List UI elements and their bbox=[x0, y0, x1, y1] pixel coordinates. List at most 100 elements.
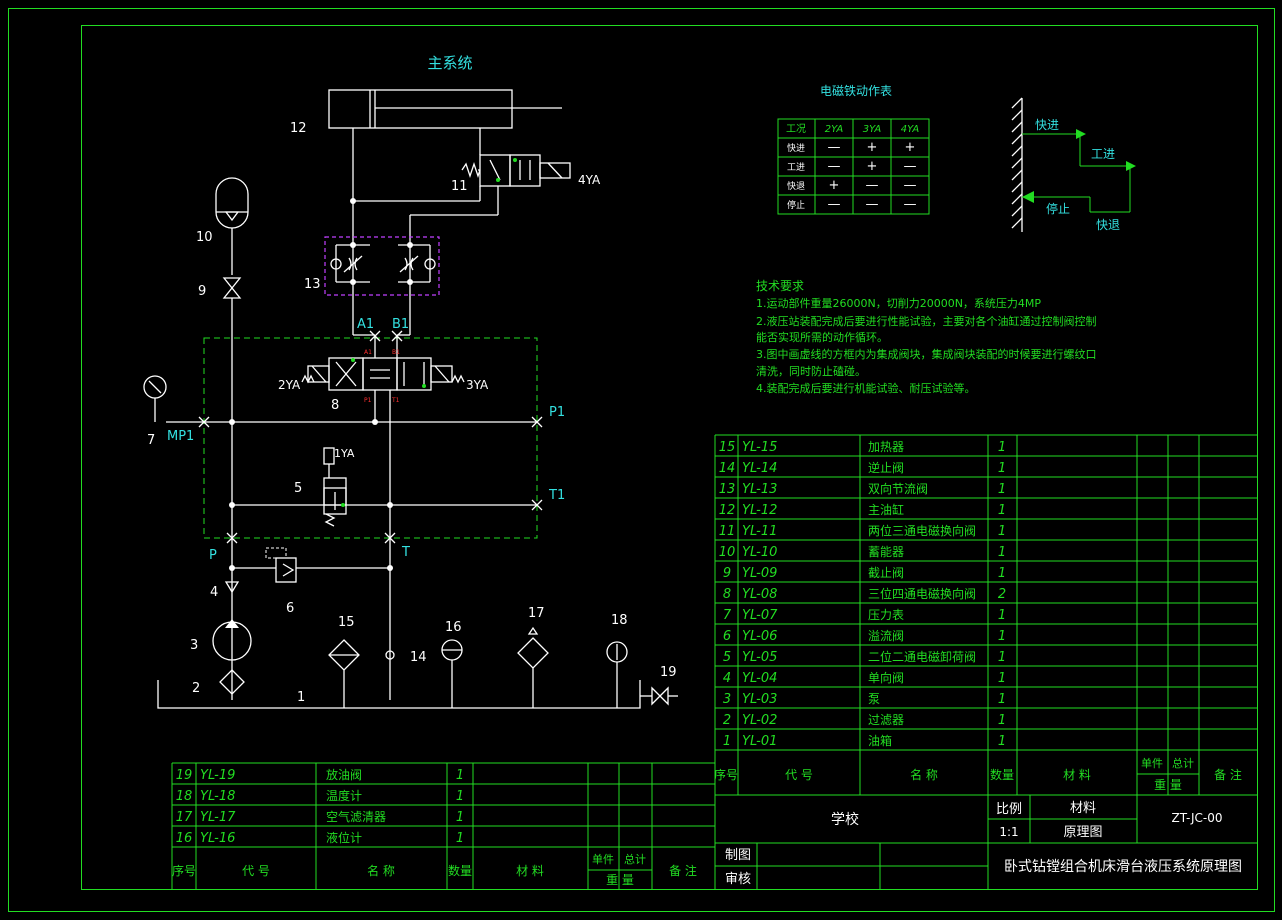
part-code: YL-06 bbox=[742, 629, 777, 644]
drain-valve-symbol bbox=[651, 686, 669, 706]
part-name: 加热器 bbox=[868, 440, 904, 454]
port-p1: P1 bbox=[549, 405, 565, 420]
solenoid-table-header: 工况 bbox=[786, 123, 806, 135]
outer-frame bbox=[8, 8, 1275, 912]
throttle-13-symbol bbox=[330, 242, 436, 285]
port-b1-small: B1 bbox=[392, 349, 400, 356]
label-15: 15 bbox=[338, 615, 355, 630]
solenoid-table-title: 电磁铁动作表 bbox=[820, 83, 892, 98]
part-no: 8 bbox=[723, 587, 731, 602]
part-no: 5 bbox=[723, 650, 731, 665]
part-code: YL-19 bbox=[200, 768, 235, 783]
part-qty: 1 bbox=[998, 524, 1006, 539]
part-qty: 1 bbox=[998, 734, 1006, 749]
header-remark: 备 注 bbox=[1214, 767, 1242, 782]
inner-frame bbox=[81, 25, 1258, 890]
header-no: 序号 bbox=[172, 863, 196, 878]
part-qty: 1 bbox=[998, 566, 1006, 581]
part-code: YL-07 bbox=[742, 608, 778, 623]
material-label: 材料 bbox=[1070, 801, 1096, 816]
part-name: 过滤器 bbox=[868, 713, 904, 727]
valve-5-symbol bbox=[323, 447, 347, 527]
part-name: 泵 bbox=[868, 692, 880, 706]
part-qty: 1 bbox=[998, 461, 1006, 476]
part-no: 4 bbox=[723, 671, 731, 686]
label-11: 11 bbox=[451, 179, 468, 194]
solenoid-4ya: 4YA bbox=[578, 173, 601, 187]
part-no: 13 bbox=[719, 482, 736, 497]
valve-8-symbol bbox=[301, 357, 465, 391]
solenoid-table-row-label: 工进 bbox=[787, 162, 805, 173]
part-qty: 1 bbox=[456, 789, 464, 804]
part-code: YL-14 bbox=[742, 461, 777, 476]
port-p1-small: P1 bbox=[364, 397, 372, 404]
part-code: YL-17 bbox=[200, 810, 236, 825]
solenoid-table-cell: — bbox=[904, 178, 917, 193]
part-name: 两位三通电磁换向阀 bbox=[868, 523, 976, 538]
part-name: 单向阀 bbox=[868, 670, 904, 685]
header-unit: 单件 bbox=[592, 853, 614, 866]
header-material: 材 料 bbox=[1063, 768, 1091, 782]
part-no: 10 bbox=[719, 545, 736, 560]
valve-11-symbol bbox=[461, 154, 571, 187]
port-p: P bbox=[209, 548, 217, 563]
part-code: YL-18 bbox=[200, 789, 235, 804]
label-17: 17 bbox=[528, 606, 545, 621]
part-no: 6 bbox=[723, 629, 731, 644]
port-mp1: MP1 bbox=[167, 429, 194, 444]
solenoid-3ya: 3YA bbox=[466, 378, 489, 392]
check-valve-4-symbol bbox=[224, 581, 240, 594]
part-qty: 1 bbox=[456, 831, 464, 846]
manifold-block-outline bbox=[203, 337, 538, 539]
part-code: YL-15 bbox=[742, 440, 777, 455]
motion-fast-return: 快退 bbox=[1096, 218, 1120, 232]
solenoid-table-row-label: 快退 bbox=[787, 180, 805, 192]
part-qty: 1 bbox=[456, 810, 464, 825]
part-name: 截止阀 bbox=[868, 566, 904, 580]
scale-label: 比例 bbox=[996, 802, 1022, 817]
part-code: YL-12 bbox=[742, 503, 777, 518]
header-qty: 数量 bbox=[990, 767, 1014, 782]
solenoid-table-cell: — bbox=[904, 159, 917, 174]
header-qty: 数量 bbox=[448, 863, 472, 878]
part-no: 9 bbox=[723, 566, 731, 581]
part-no: 1 bbox=[723, 734, 731, 749]
part-qty: 1 bbox=[998, 713, 1006, 728]
port-a1-small: A1 bbox=[364, 349, 372, 356]
hydraulic-circuit: 主系统 bbox=[143, 54, 678, 709]
header-no: 序号 bbox=[714, 767, 738, 782]
accumulator-symbol bbox=[215, 177, 249, 229]
solenoid-table-cell: — bbox=[904, 197, 917, 212]
part-code: YL-01 bbox=[742, 734, 777, 749]
solenoid-table-cell: + bbox=[867, 140, 878, 155]
solenoid-1ya: 1YA bbox=[334, 447, 355, 460]
relief-valve-6-symbol bbox=[232, 547, 390, 583]
part-qty: 1 bbox=[998, 671, 1006, 686]
label-8: 8 bbox=[331, 398, 339, 413]
circuit-title: 主系统 bbox=[427, 54, 472, 72]
part-qty: 1 bbox=[998, 629, 1006, 644]
pressure-gauge-symbol bbox=[143, 375, 167, 399]
part-code: YL-09 bbox=[742, 566, 777, 581]
tank-symbol bbox=[157, 680, 641, 709]
part-name: 放油阀 bbox=[326, 767, 362, 782]
part-no: 17 bbox=[176, 810, 193, 825]
part-qty: 1 bbox=[998, 692, 1006, 707]
label-14: 14 bbox=[410, 650, 427, 665]
part-no: 3 bbox=[723, 692, 731, 707]
part-no: 12 bbox=[719, 503, 736, 518]
part-qty: 1 bbox=[998, 482, 1006, 497]
solenoid-table-cell: + bbox=[867, 159, 878, 174]
title-block: 学校 比例 1:1 材料 原理图 ZT-JC-00 制图 审核 卧式钻镗组合机床… bbox=[714, 794, 1257, 889]
main-cylinder-symbol bbox=[328, 89, 562, 129]
header-unit: 单件 bbox=[1141, 757, 1163, 770]
throttle-block-outline bbox=[324, 236, 440, 296]
solenoid-table-header: 2YA bbox=[825, 124, 844, 135]
part-no: 14 bbox=[719, 461, 736, 476]
motion-stop: 停止 bbox=[1046, 201, 1070, 216]
header-material: 材 料 bbox=[516, 864, 544, 878]
part-name: 蓄能器 bbox=[868, 545, 904, 559]
